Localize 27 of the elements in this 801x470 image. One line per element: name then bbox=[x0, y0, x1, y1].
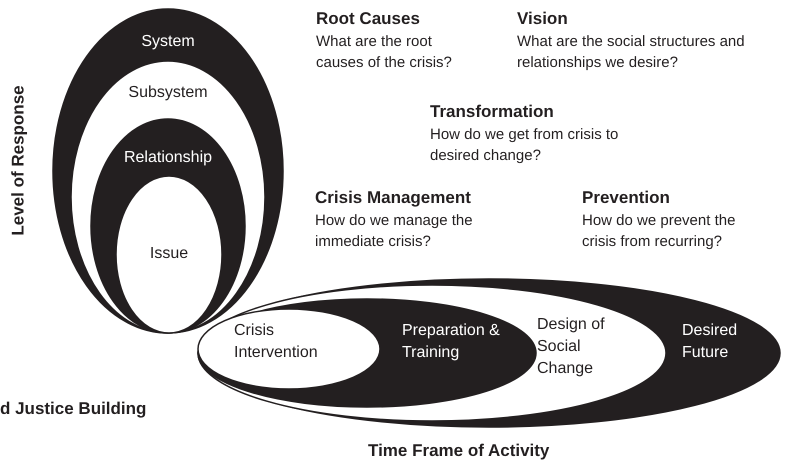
question-text: What are the root causes of the crisis? bbox=[316, 32, 453, 73]
ellipse-label: Issue bbox=[148, 244, 190, 264]
section-heading: Transformation bbox=[430, 101, 554, 122]
axis-title: Time Frame of Activity bbox=[368, 440, 550, 461]
ellipse-label: Desired Future bbox=[682, 321, 738, 363]
level-ellipse bbox=[115, 175, 223, 334]
section-heading: Prevention bbox=[582, 187, 670, 208]
time-frame-ellipse bbox=[197, 308, 381, 390]
ellipse-label: Crisis Intervention bbox=[234, 321, 319, 363]
axis-title: Level of Response bbox=[8, 84, 28, 238]
ellipse-label: Relationship bbox=[122, 148, 214, 168]
ellipse-label: Design of Social Change bbox=[537, 315, 606, 379]
level-ellipse bbox=[52, 8, 284, 334]
ellipse-label: Subsystem bbox=[127, 83, 209, 103]
section-heading: Root Causes bbox=[316, 8, 420, 29]
section-heading: Vision bbox=[517, 8, 568, 29]
caption-text: d Justice Building bbox=[0, 398, 146, 419]
ellipse-label: Preparation & Training bbox=[402, 321, 501, 363]
question-text: How do we manage the immediate crisis? bbox=[315, 211, 474, 252]
question-text: What are the social structures and relationships we desire? bbox=[517, 32, 746, 73]
question-text: How do we get from crisis to desired change? bbox=[430, 125, 620, 166]
question-text: How do we prevent the crisis from recurring? bbox=[582, 211, 736, 252]
time-frame-ellipse bbox=[197, 278, 781, 428]
section-heading: Crisis Management bbox=[315, 187, 471, 208]
ellipse-label: System bbox=[140, 32, 196, 52]
time-frame-ellipse bbox=[197, 284, 667, 422]
time-frame-ellipse bbox=[197, 298, 537, 408]
